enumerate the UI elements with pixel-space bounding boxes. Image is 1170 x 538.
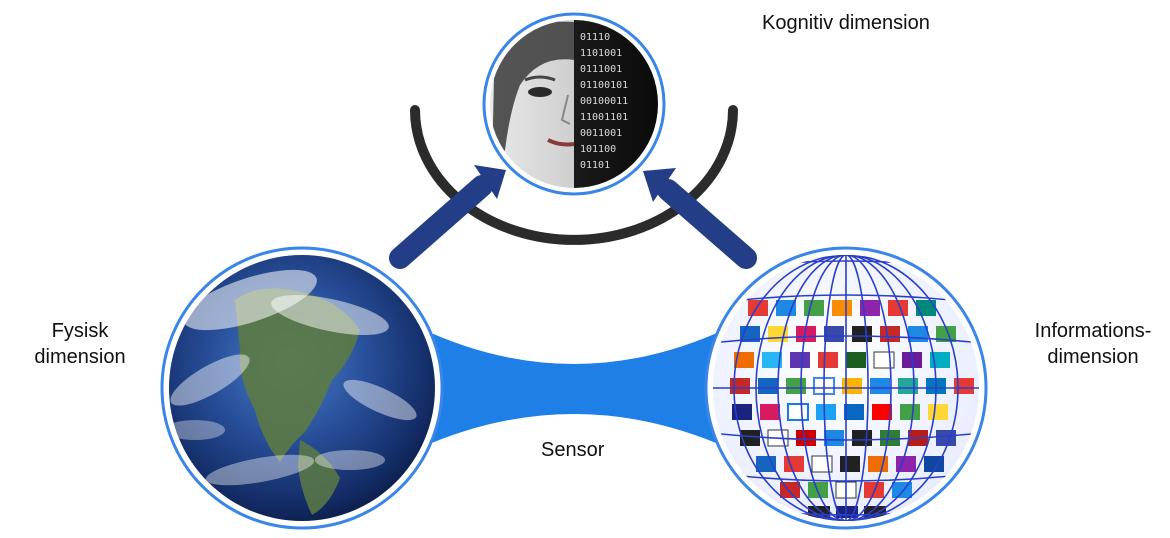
svg-text:0011001: 0011001: [580, 128, 622, 139]
physical-label-line1: Fysisk: [51, 320, 109, 342]
svg-text:00100011: 00100011: [580, 96, 628, 107]
human-face-binary-icon: 01110 1101001 0111001 01100101 00100011 …: [482, 12, 666, 196]
physical-dimension-label: Fysisk dimension: [0, 318, 160, 370]
arrow-left: [389, 165, 506, 269]
sensor-bridge: [420, 328, 728, 448]
media-logo-globe-icon: [704, 246, 988, 530]
sensor-label: Sensor: [541, 437, 604, 463]
information-dimension-label: Informations- dimension: [1018, 318, 1168, 370]
information-label-line2: dimension: [1047, 346, 1139, 368]
svg-text:101100: 101100: [580, 144, 616, 155]
cognitive-dimension-label: Kognitiv dimension: [762, 10, 930, 36]
earth-globe-icon: [160, 246, 444, 530]
arrow-right: [643, 168, 757, 269]
svg-text:01101: 01101: [580, 160, 610, 171]
svg-text:01100101: 01100101: [580, 80, 628, 91]
cognitive-dimension-text: Kognitiv dimension: [762, 12, 930, 34]
svg-text:1101001: 1101001: [580, 48, 622, 59]
svg-text:01110: 01110: [580, 32, 610, 43]
information-label-line1: Informations-: [1034, 320, 1152, 342]
sensor-text: Sensor: [541, 439, 605, 461]
cognitive-arc: [410, 105, 738, 245]
svg-text:0111001: 0111001: [580, 64, 622, 75]
svg-text:11001101: 11001101: [580, 112, 628, 123]
physical-label-line2: dimension: [34, 346, 126, 368]
